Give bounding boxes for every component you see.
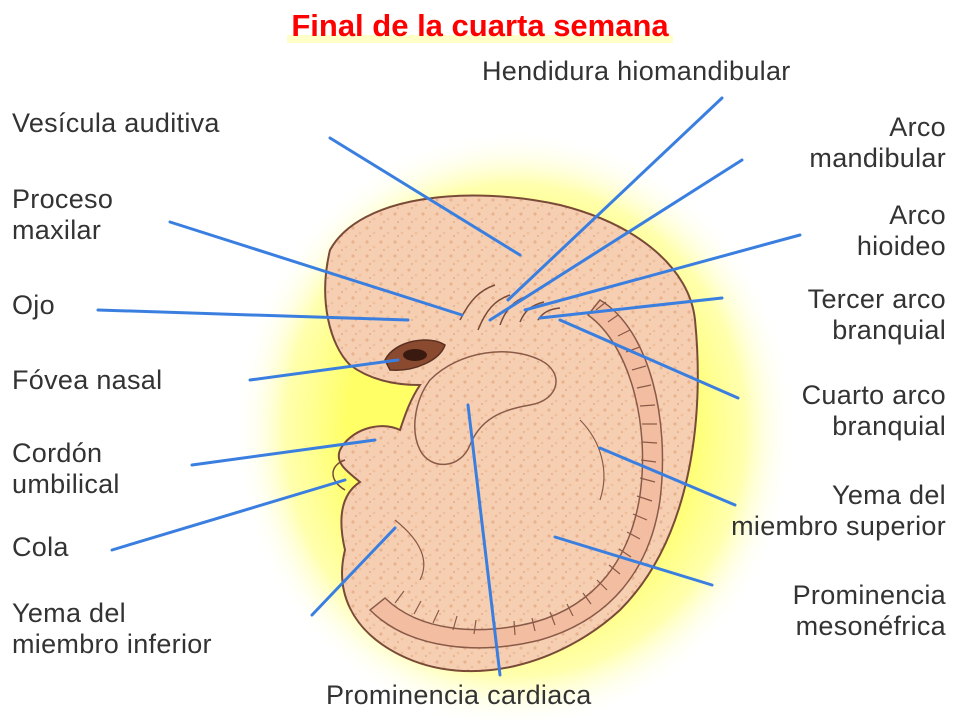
leader-yema-superior [598, 446, 737, 507]
label-hendidura-hiomandibular: Hendidura hiomandibular [482, 56, 791, 86]
leader-mesonefrica [553, 535, 714, 587]
nasal-pit-hole [403, 349, 427, 361]
somite-band [368, 299, 664, 649]
tail-shape [332, 459, 346, 491]
leader-arco-mandibular [488, 158, 744, 322]
label-proceso-maxilar: Proceso maxilar [12, 184, 114, 245]
label-yema-miembro-inferior: Yema del miembro inferior [12, 598, 212, 659]
page-title: Final de la cuarta semana [0, 8, 960, 44]
label-ojo: Ojo [12, 290, 55, 320]
leader-cola [110, 478, 347, 552]
somites [394, 301, 658, 636]
heart-bulge-outline [414, 351, 557, 466]
label-arco-hioideo: Arco hioideo [856, 200, 946, 261]
leader-tercer-arco [538, 296, 724, 320]
upper-limb-fold [579, 419, 605, 501]
label-cuarto-arco-branquial: Cuarto arco branquial [801, 380, 946, 441]
leader-hendidura-hiomandibular [506, 96, 724, 302]
label-tercer-arco-branquial: Tercer arco branquial [807, 284, 946, 345]
leader-arco-hioideo [523, 233, 802, 312]
leader-lines [96, 96, 802, 677]
label-cola: Cola [12, 532, 69, 562]
leader-vesicula-auditiva [328, 136, 522, 257]
label-prominencia-mesonefrica: Prominencia mesonéfrica [792, 580, 946, 641]
label-prominencia-cardiaca: Prominencia cardiaca [326, 680, 592, 710]
label-arco-mandibular: Arco mandibular [809, 112, 946, 173]
leader-proceso-maxilar [168, 220, 464, 317]
label-cordon-umbilical: Cordón umbilical [12, 438, 120, 499]
leader-yema-inferior [310, 526, 397, 617]
lower-limb-fold [394, 519, 425, 581]
label-fovea-nasal: Fóvea nasal [12, 365, 163, 395]
leader-cordon-umbilical [190, 438, 377, 467]
label-yema-miembro-superior: Yema del miembro superior [731, 480, 946, 541]
leader-prominencia-cardiaca [466, 403, 502, 677]
leader-cuarto-arco [558, 318, 740, 400]
leader-fovea-nasal [248, 358, 400, 382]
label-vesicula-auditiva: Vesícula auditiva [12, 108, 220, 138]
leader-ojo [96, 308, 410, 322]
